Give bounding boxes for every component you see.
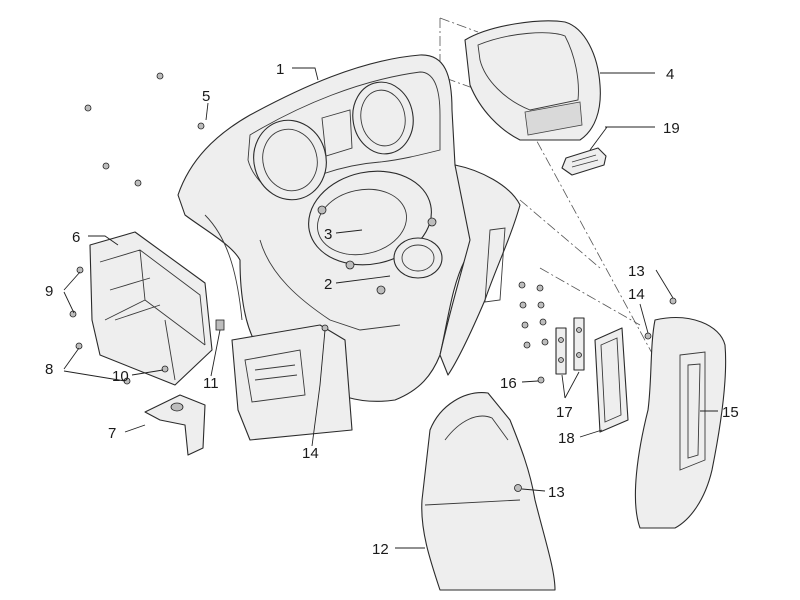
part-6-glove-box (89, 231, 213, 386)
part-12-lower-cover (421, 392, 556, 591)
part-7-bracket (144, 394, 206, 456)
part-17-clips (555, 317, 585, 375)
part-14-lower-panel (231, 324, 353, 441)
callout-5: 5 (202, 88, 210, 105)
part-16-washers (518, 281, 549, 384)
callout-10: 10 (112, 368, 129, 385)
callout-4: 4 (666, 66, 674, 83)
callout-18: 18 (558, 430, 575, 447)
part-15-side-panel (634, 317, 727, 529)
callout-16: 16 (500, 375, 517, 392)
callout-13-upper: 13 (628, 263, 645, 280)
callout-13-lower: 13 (548, 484, 565, 501)
part-18-plate (594, 327, 629, 433)
callout-15: 15 (722, 404, 739, 421)
leader-lines (63, 67, 718, 549)
part-4-upper-cover (464, 20, 601, 141)
callout-7: 7 (108, 425, 116, 442)
callout-3: 3 (324, 226, 332, 243)
callout-14-left: 14 (302, 445, 319, 462)
callout-11: 11 (203, 375, 219, 392)
callout-17: 17 (556, 404, 573, 421)
callout-12: 12 (372, 541, 389, 558)
callout-9: 9 (45, 283, 53, 300)
callout-19: 19 (663, 120, 680, 137)
part-1-front-shield (177, 54, 511, 402)
callout-8: 8 (45, 361, 53, 378)
callout-labels: 1 2 3 4 5 6 7 8 9 10 11 12 13 13 14 14 1… (45, 61, 739, 558)
part-19-grille (561, 147, 607, 176)
callout-6: 6 (72, 229, 80, 246)
callout-14-right: 14 (628, 286, 645, 303)
callout-2: 2 (324, 276, 332, 293)
callout-1: 1 (276, 61, 284, 78)
part-side-column (439, 164, 521, 376)
fasteners (69, 72, 677, 385)
